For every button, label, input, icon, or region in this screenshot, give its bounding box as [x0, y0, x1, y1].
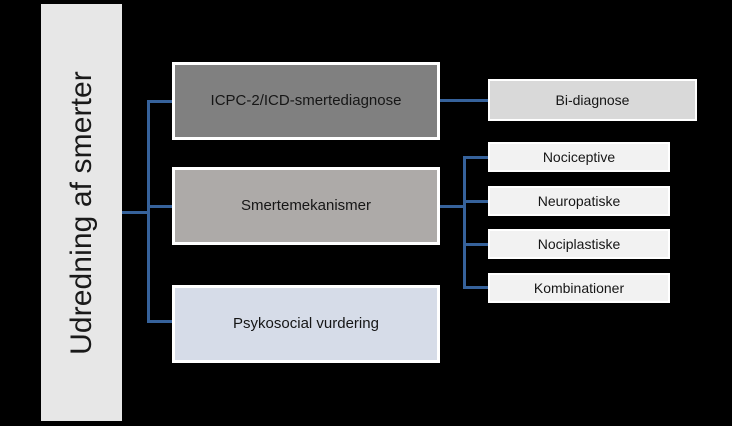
- node-icpc2-icd-smertediagnose[interactable]: ICPC-2/ICD-smertediagnose: [172, 62, 440, 140]
- node-neuropatiske[interactable]: Neuropatiske: [488, 186, 670, 216]
- node-nociplastiske[interactable]: Nociplastiske: [488, 229, 670, 259]
- connector-diagnose-to-bidiagnose: [438, 99, 490, 102]
- node-bi-diagnose[interactable]: Bi-diagnose: [488, 79, 697, 121]
- connector-root-to-diagnose: [147, 100, 175, 103]
- connector-mekanisme-to-neuropatiske: [463, 200, 490, 203]
- node-kombinationer-label: Kombinationer: [533, 279, 625, 296]
- node-psykosocial-vurdering[interactable]: Psykosocial vurdering: [172, 285, 440, 363]
- connector-mekanisme-trunk: [463, 156, 466, 289]
- connector-root-stem: [122, 211, 150, 214]
- node-nociplastiske-label: Nociplastiske: [537, 235, 621, 252]
- node-bi-diagnose-label: Bi-diagnose: [555, 91, 630, 108]
- connector-mekanisme-to-kombinationer: [463, 286, 490, 289]
- connector-mekanisme-to-nociceptive: [463, 156, 490, 159]
- connector-root-trunk: [147, 100, 150, 323]
- connector-root-to-psyko: [147, 320, 175, 323]
- node-nociceptive-label: Nociceptive: [542, 148, 616, 165]
- root-node-udredning-af-smerter[interactable]: Udredning af smerter: [41, 4, 122, 421]
- node-smertemekanismer[interactable]: Smertemekanismer: [172, 167, 440, 245]
- connector-mekanisme-stem: [438, 205, 466, 208]
- node-neuropatiske-label: Neuropatiske: [537, 192, 621, 209]
- node-kombinationer[interactable]: Kombinationer: [488, 273, 670, 303]
- connector-root-to-mekanisme: [147, 205, 175, 208]
- node-nociceptive[interactable]: Nociceptive: [488, 142, 670, 172]
- root-node-label: Udredning af smerter: [64, 70, 98, 355]
- node-psykosocial-vurdering-label: Psykosocial vurdering: [233, 315, 379, 333]
- connector-mekanisme-to-nociplastiske: [463, 243, 490, 246]
- node-icpc2-icd-smertediagnose-label: ICPC-2/ICD-smertediagnose: [210, 92, 402, 110]
- node-smertemekanismer-label: Smertemekanismer: [240, 197, 372, 215]
